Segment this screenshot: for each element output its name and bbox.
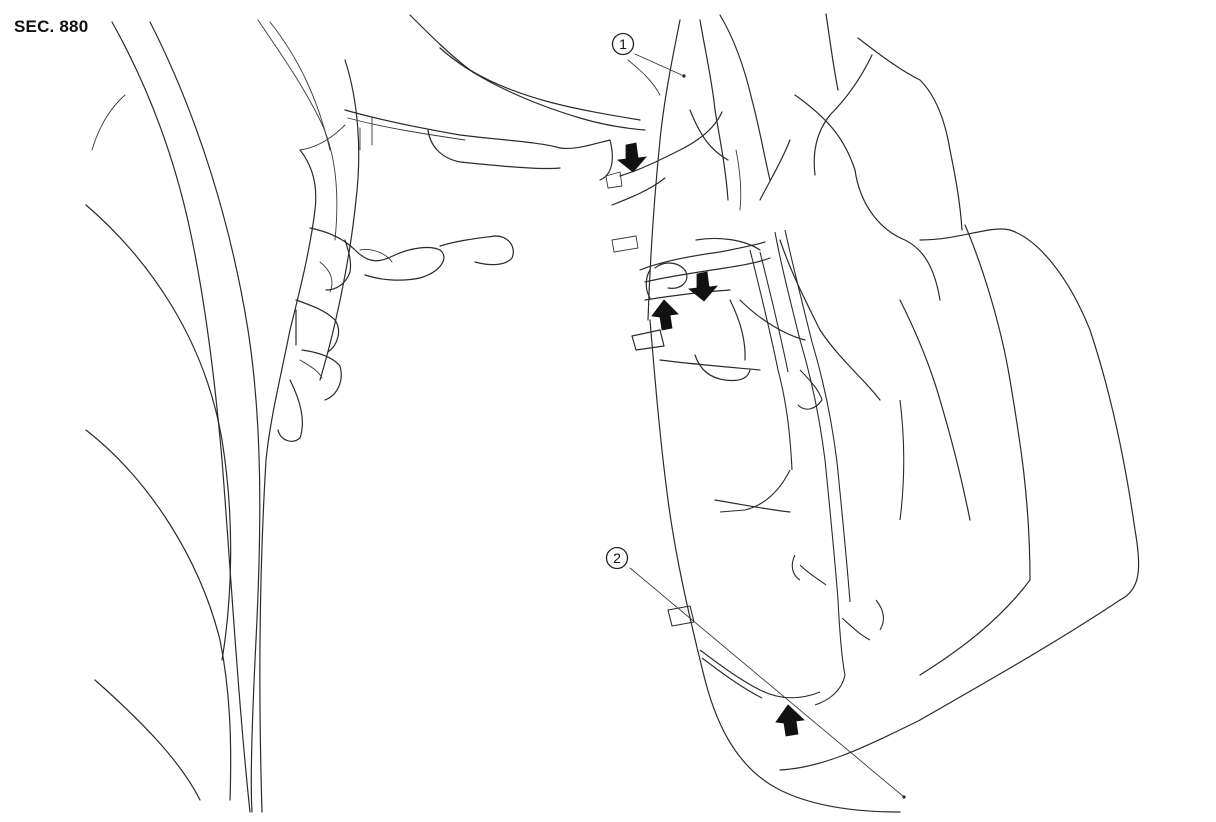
arrow-down-1	[617, 142, 647, 173]
arrow-up-2	[775, 704, 805, 737]
harness-loops	[605, 111, 771, 351]
seatbelt-buckle-left	[277, 227, 514, 442]
arrow-up-1	[651, 299, 679, 331]
callout-2: 2	[605, 546, 629, 570]
seat-frame-wire	[667, 229, 905, 706]
callout-1: 1	[611, 32, 635, 56]
left-seat-outline	[85, 19, 338, 813]
direction-arrows	[617, 142, 805, 737]
callout-leaders	[629, 53, 906, 799]
section-label: SEC. 880	[14, 17, 89, 36]
arrow-down-2	[688, 271, 718, 302]
callout-2-number: 2	[613, 550, 621, 566]
center-console-outline	[259, 14, 646, 813]
seatback-outline	[627, 13, 1140, 813]
callout-1-number: 1	[619, 36, 627, 52]
